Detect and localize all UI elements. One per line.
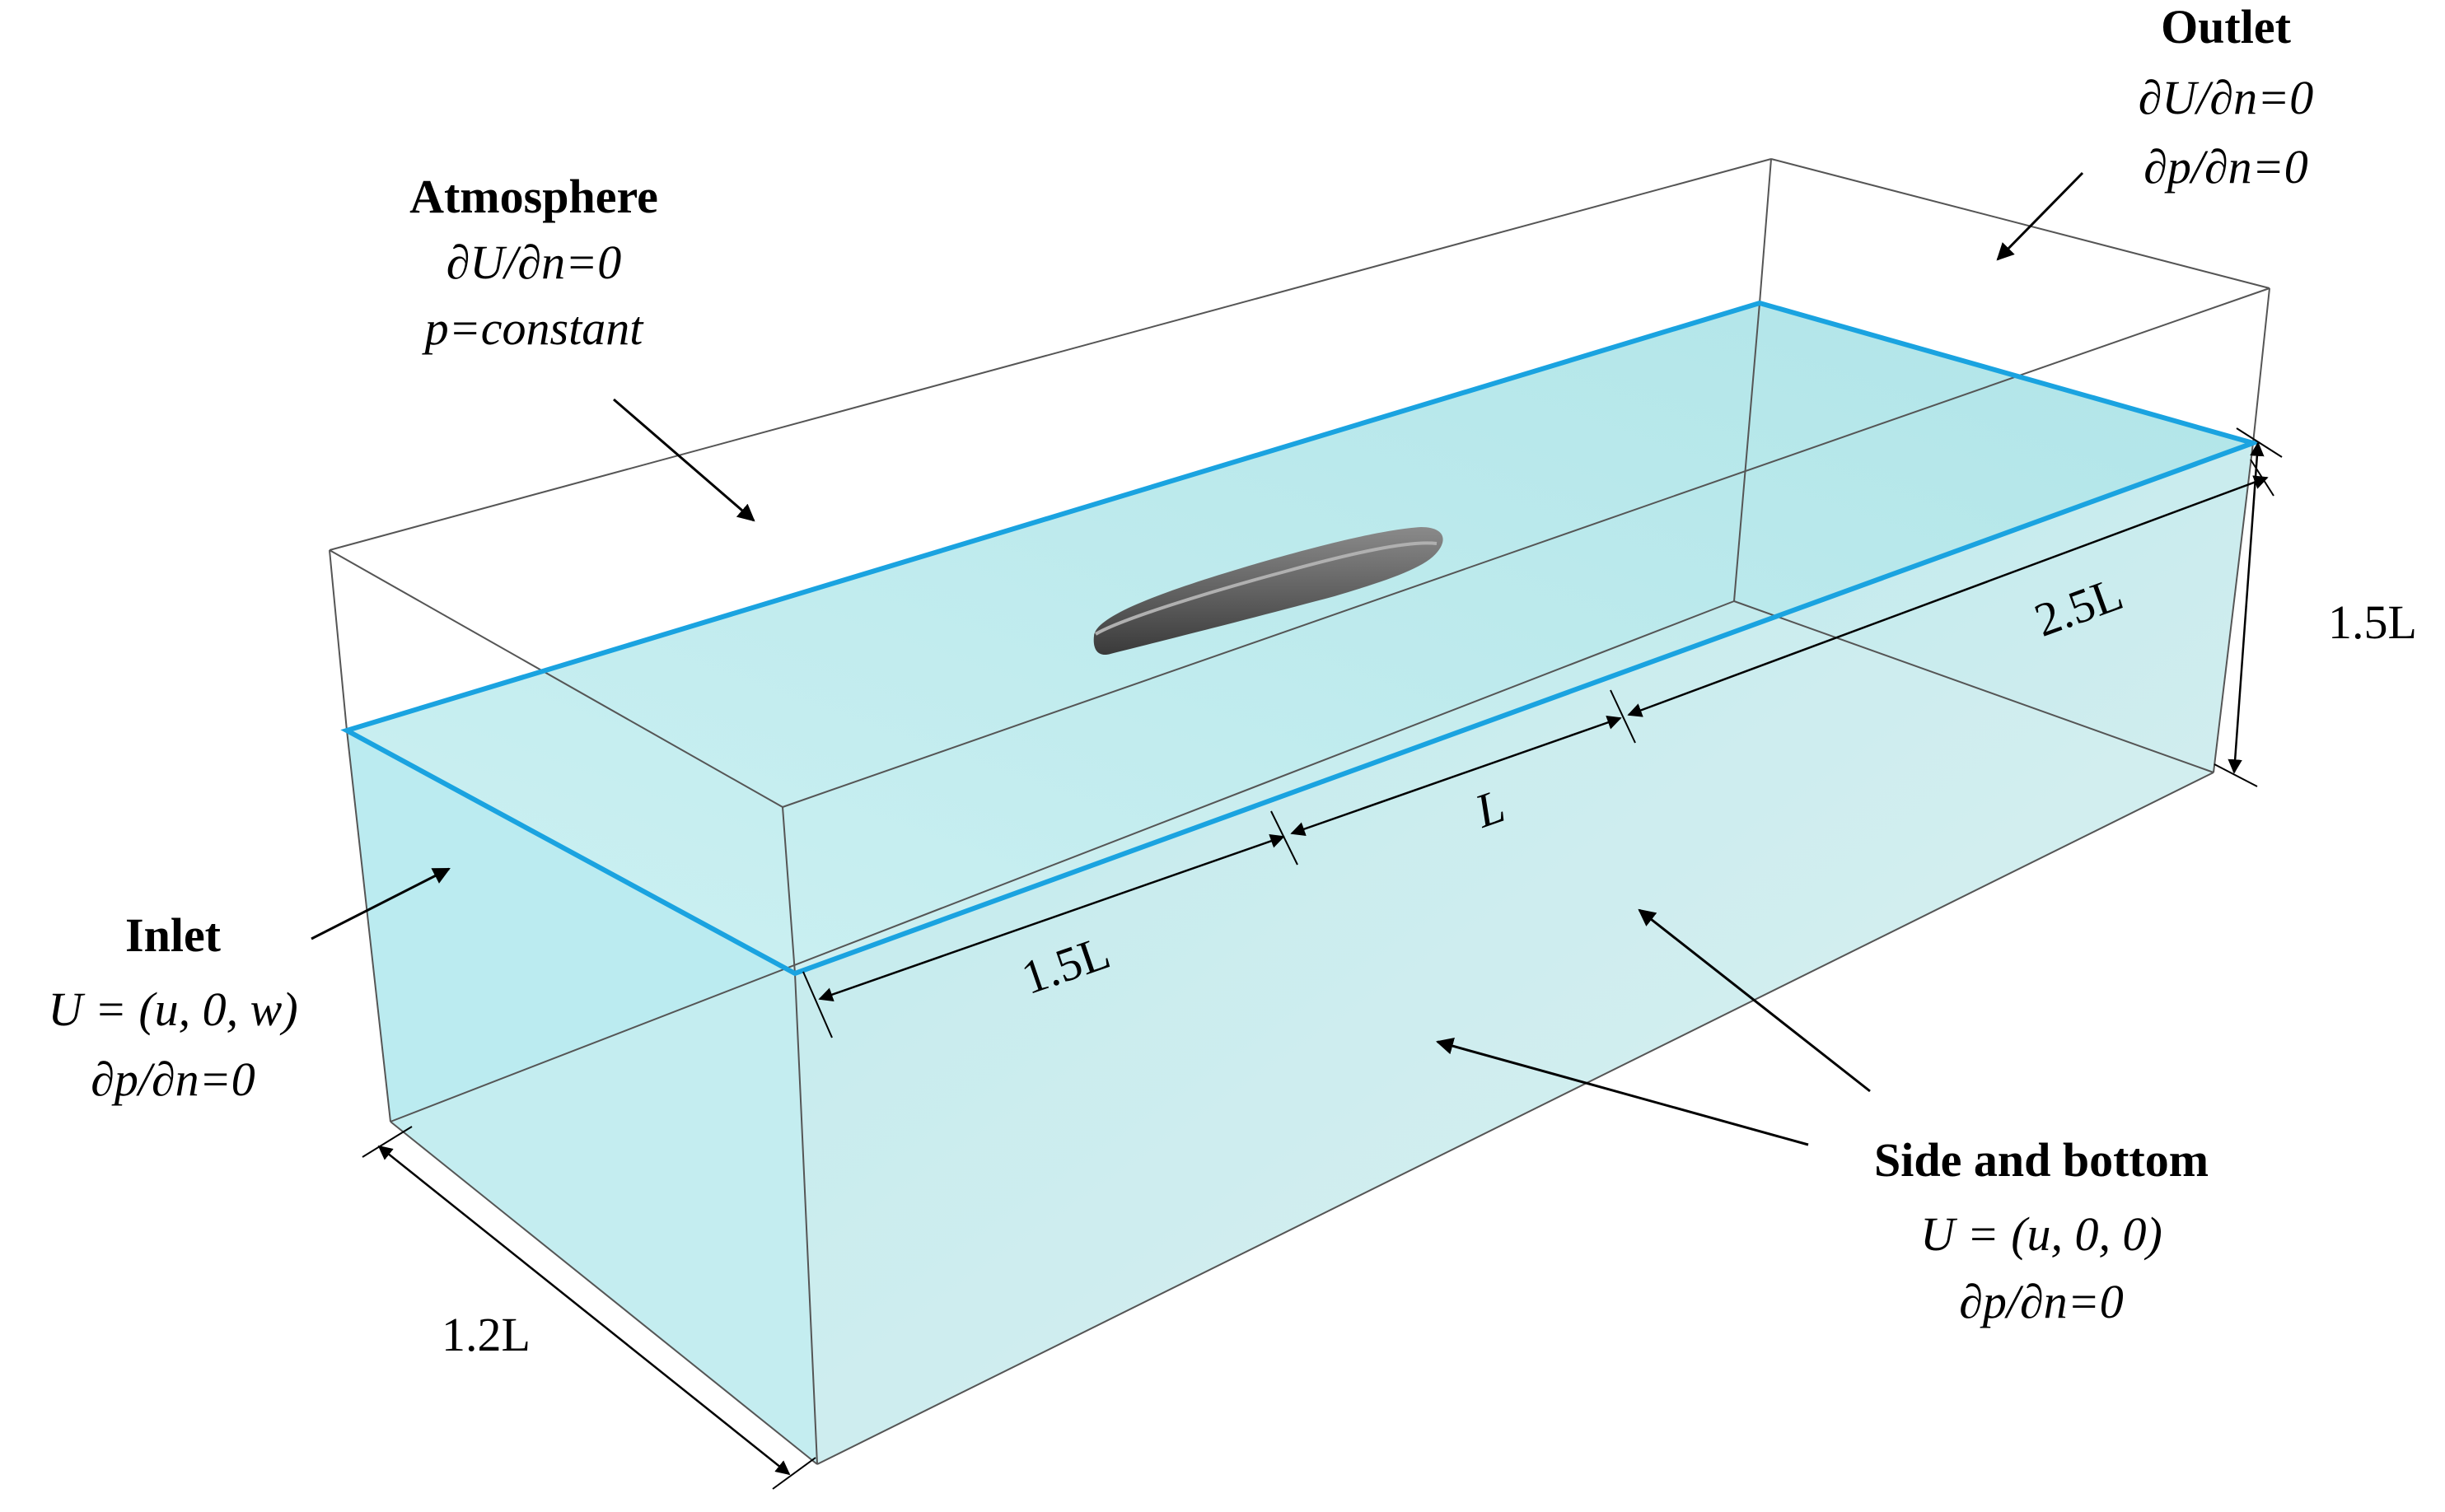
- atmosphere-label: Atmosphere ∂U/∂n=0 p=constant: [409, 170, 658, 355]
- domain-width-label: 1.2L: [442, 1308, 531, 1361]
- outlet-condition-1: ∂U/∂n=0: [2139, 71, 2313, 124]
- atmosphere-title: Atmosphere: [409, 170, 658, 223]
- side-bottom-title: Side and bottom: [1874, 1133, 2209, 1187]
- inlet-label: Inlet U = (u, 0, w) ∂p/∂n=0: [48, 908, 297, 1106]
- dimension-lines: [377, 441, 2269, 1476]
- domain-height-label: 1.5L: [2328, 595, 2417, 649]
- atmosphere-condition-1: ∂U/∂n=0: [446, 236, 621, 289]
- outlet-title: Outlet: [2161, 0, 2292, 54]
- side-arrow: [1638, 908, 1871, 1093]
- outlet-condition-2: ∂p/∂n=0: [2143, 140, 2308, 194]
- inlet-condition-1: U = (u, 0, w): [48, 982, 297, 1036]
- pointer-arrows: [311, 171, 2084, 1146]
- side-bottom-condition-2: ∂p/∂n=0: [1959, 1275, 2124, 1328]
- bottom-face: [390, 601, 2214, 1464]
- outlet-arrow: [1996, 171, 2084, 261]
- ship-hull: [1093, 527, 1443, 656]
- water-surface-face: [347, 303, 2253, 973]
- side-bottom-condition-1: U = (u, 0, 0): [1920, 1207, 2162, 1261]
- atmosphere-arrow: [613, 398, 755, 522]
- outlet-label: Outlet ∂U/∂n=0 ∂p/∂n=0: [2139, 0, 2313, 194]
- side-bottom-label: Side and bottom U = (u, 0, 0) ∂p/∂n=0: [1874, 1133, 2209, 1328]
- inlet-arrow: [311, 867, 451, 940]
- bottom-arrow: [1435, 1037, 1809, 1146]
- inlet-title: Inlet: [125, 908, 222, 962]
- atmosphere-condition-2: p=constant: [422, 301, 645, 355]
- dimension-ticks: [362, 427, 2283, 1490]
- inlet-condition-2: ∂p/∂n=0: [91, 1052, 255, 1106]
